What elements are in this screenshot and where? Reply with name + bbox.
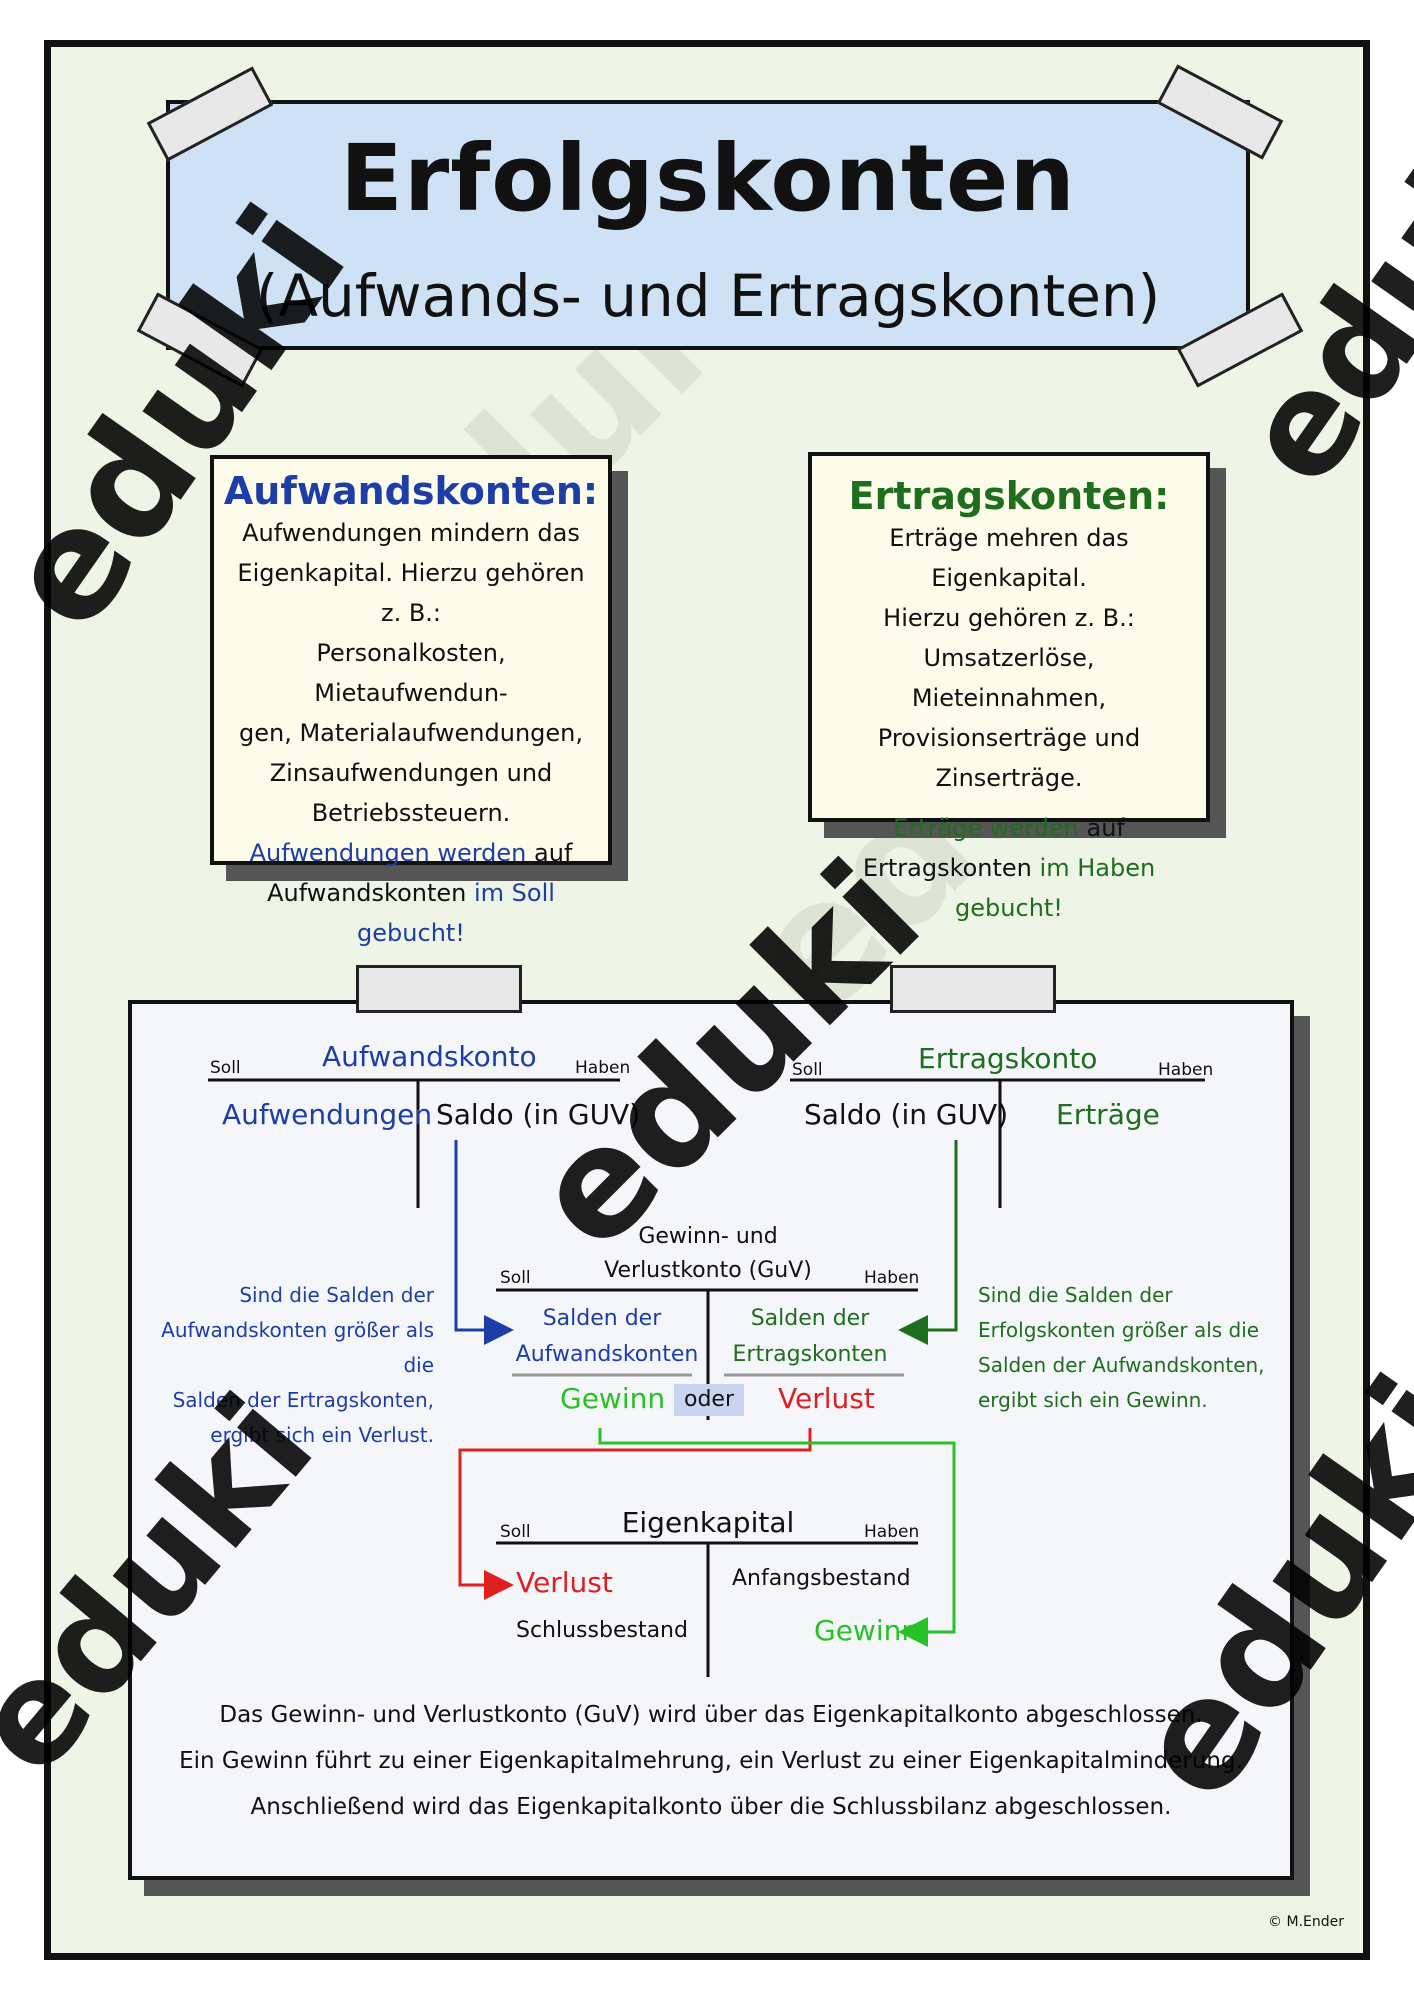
revenue-rule-highlight: im Haben gebucht! xyxy=(955,854,1156,922)
tape-panel-right xyxy=(890,965,1056,1013)
guv-left-line2: Aufwandskonten xyxy=(515,1342,699,1367)
expense-card-rule: Aufwendungen werden auf xyxy=(232,833,590,873)
equity-haben: Haben xyxy=(864,1522,920,1542)
revenue-rule-text: auf xyxy=(1086,814,1125,842)
note-profit-line: Sind die Salden der xyxy=(978,1283,1173,1307)
revenue-rule-highlight: Erträge werden xyxy=(893,814,1079,842)
guv-right-line1: Salden der xyxy=(750,1306,870,1331)
summary-line-2: Ein Gewinn führt zu einer Eigenkapitalme… xyxy=(179,1748,1243,1774)
note-loss-line: ergibt sich ein Verlust. xyxy=(210,1423,434,1447)
title-banner xyxy=(166,100,1250,350)
revenue-card-line: Umsatzerlöse, Mieteinnahmen, xyxy=(911,644,1107,712)
revenue-account-soll: Soll xyxy=(792,1060,823,1080)
guv-left-line1: Salden der xyxy=(542,1306,662,1331)
equity-gewinn: Gewinn xyxy=(814,1614,920,1647)
guv-verlust: Verlust xyxy=(778,1382,875,1415)
expense-card-body: Aufwendungen mindern das Eigenkapital. H… xyxy=(214,513,608,953)
expense-card-line: Eigenkapital. Hierzu gehören z. B.: xyxy=(237,559,585,627)
page-title: Erfolgskonten xyxy=(340,125,1076,232)
expense-account-haben: Haben xyxy=(575,1058,631,1078)
revenue-account-left: Saldo (in GUV) xyxy=(804,1098,1009,1131)
revenue-card-rule: Ertragskonten im Haben gebucht! xyxy=(830,848,1188,928)
summary-line-1: Das Gewinn- und Verlustkonto (GuV) wird … xyxy=(219,1702,1203,1728)
equity-anfangsbestand: Anfangsbestand xyxy=(732,1566,911,1591)
guv-gewinn: Gewinn xyxy=(560,1382,666,1415)
note-profit-line: ergibt sich ein Gewinn. xyxy=(978,1388,1208,1412)
guv-haben: Haben xyxy=(864,1268,920,1288)
note-loss-line: Sind die Salden der xyxy=(239,1283,434,1307)
expense-card-line: gen, Materialaufwendungen, xyxy=(238,719,583,747)
expense-rule-text: Aufwandskonten xyxy=(267,879,467,907)
revenue-rule-text: Ertragskonten xyxy=(862,854,1032,882)
expense-account-soll: Soll xyxy=(210,1058,241,1078)
note-loss: Sind die Salden der Aufwandskonten größe… xyxy=(150,1278,434,1453)
expense-account-title: Aufwandskonto xyxy=(322,1040,537,1073)
note-profit-line: Salden der Aufwandskonten, xyxy=(978,1353,1265,1377)
note-loss-line: Aufwandskonten größer als die xyxy=(161,1318,434,1377)
tape-panel-left xyxy=(356,965,522,1013)
expense-card-line: Aufwendungen mindern das xyxy=(242,519,580,547)
expense-card-heading: Aufwandskonten: xyxy=(223,469,599,513)
expense-card-rule: Aufwandskonten im Soll gebucht! xyxy=(232,873,590,953)
expense-rule-highlight: Aufwendungen werden xyxy=(249,839,527,867)
revenue-card-line: Hierzu gehören z. B.: xyxy=(883,604,1135,632)
guv-oder: oder xyxy=(674,1384,744,1416)
guv-title-line2: Verlustkonto (GuV) xyxy=(604,1258,812,1283)
equity-verlust: Verlust xyxy=(516,1566,613,1599)
expense-account-right: Saldo (in GUV) xyxy=(436,1098,641,1131)
page-subtitle: (Aufwands- und Ertragskonten) xyxy=(255,262,1161,330)
note-profit: Sind die Salden der Erfolgskonten größer… xyxy=(978,1278,1268,1418)
revenue-card-heading: Ertragskonten: xyxy=(848,474,1170,518)
expense-card: Aufwandskonten: Aufwendungen mindern das… xyxy=(210,455,612,947)
expense-card-line: Zinsaufwendungen und xyxy=(269,759,553,787)
summary-line-3: Anschließend wird das Eigenkapitalkonto … xyxy=(250,1794,1172,1820)
expense-account-left: Aufwendungen xyxy=(222,1098,433,1131)
revenue-card: Ertragskonten: Erträge mehren das Eigenk… xyxy=(808,452,1210,922)
revenue-card-line: Zinserträge. xyxy=(935,764,1083,792)
copyright: © M.Ender xyxy=(1268,1914,1344,1930)
guv-title-line1: Gewinn- und xyxy=(638,1224,778,1249)
note-loss-line: Salden der Ertragskonten, xyxy=(172,1388,434,1412)
revenue-card-rule: Erträge werden auf xyxy=(830,808,1188,848)
guv-soll: Soll xyxy=(500,1268,531,1288)
expense-rule-text: auf xyxy=(534,839,573,867)
revenue-account-haben: Haben xyxy=(1158,1060,1214,1080)
note-profit-line: Erfolgskonten größer als die xyxy=(978,1318,1260,1342)
guv-right-line2: Ertragskonten xyxy=(732,1342,888,1367)
equity-title: Eigenkapital xyxy=(621,1506,795,1539)
revenue-card-line: Provisionserträge und xyxy=(877,724,1141,752)
revenue-account-right: Erträge xyxy=(1056,1098,1160,1131)
expense-rule-highlight: im Soll gebucht! xyxy=(357,879,555,947)
expense-card-line: Personalkosten, Mietaufwendun- xyxy=(314,639,508,707)
diagram-panel xyxy=(128,1000,1294,1880)
equity-soll: Soll xyxy=(500,1522,531,1542)
revenue-card-line: Erträge mehren das Eigenkapital. xyxy=(889,524,1129,592)
expense-card-line: Betriebssteuern. xyxy=(311,799,511,827)
equity-schlussbestand: Schlussbestand xyxy=(516,1618,688,1643)
revenue-card-body: Erträge mehren das Eigenkapital. Hierzu … xyxy=(812,518,1206,928)
revenue-account-title: Ertragskonto xyxy=(918,1042,1098,1075)
